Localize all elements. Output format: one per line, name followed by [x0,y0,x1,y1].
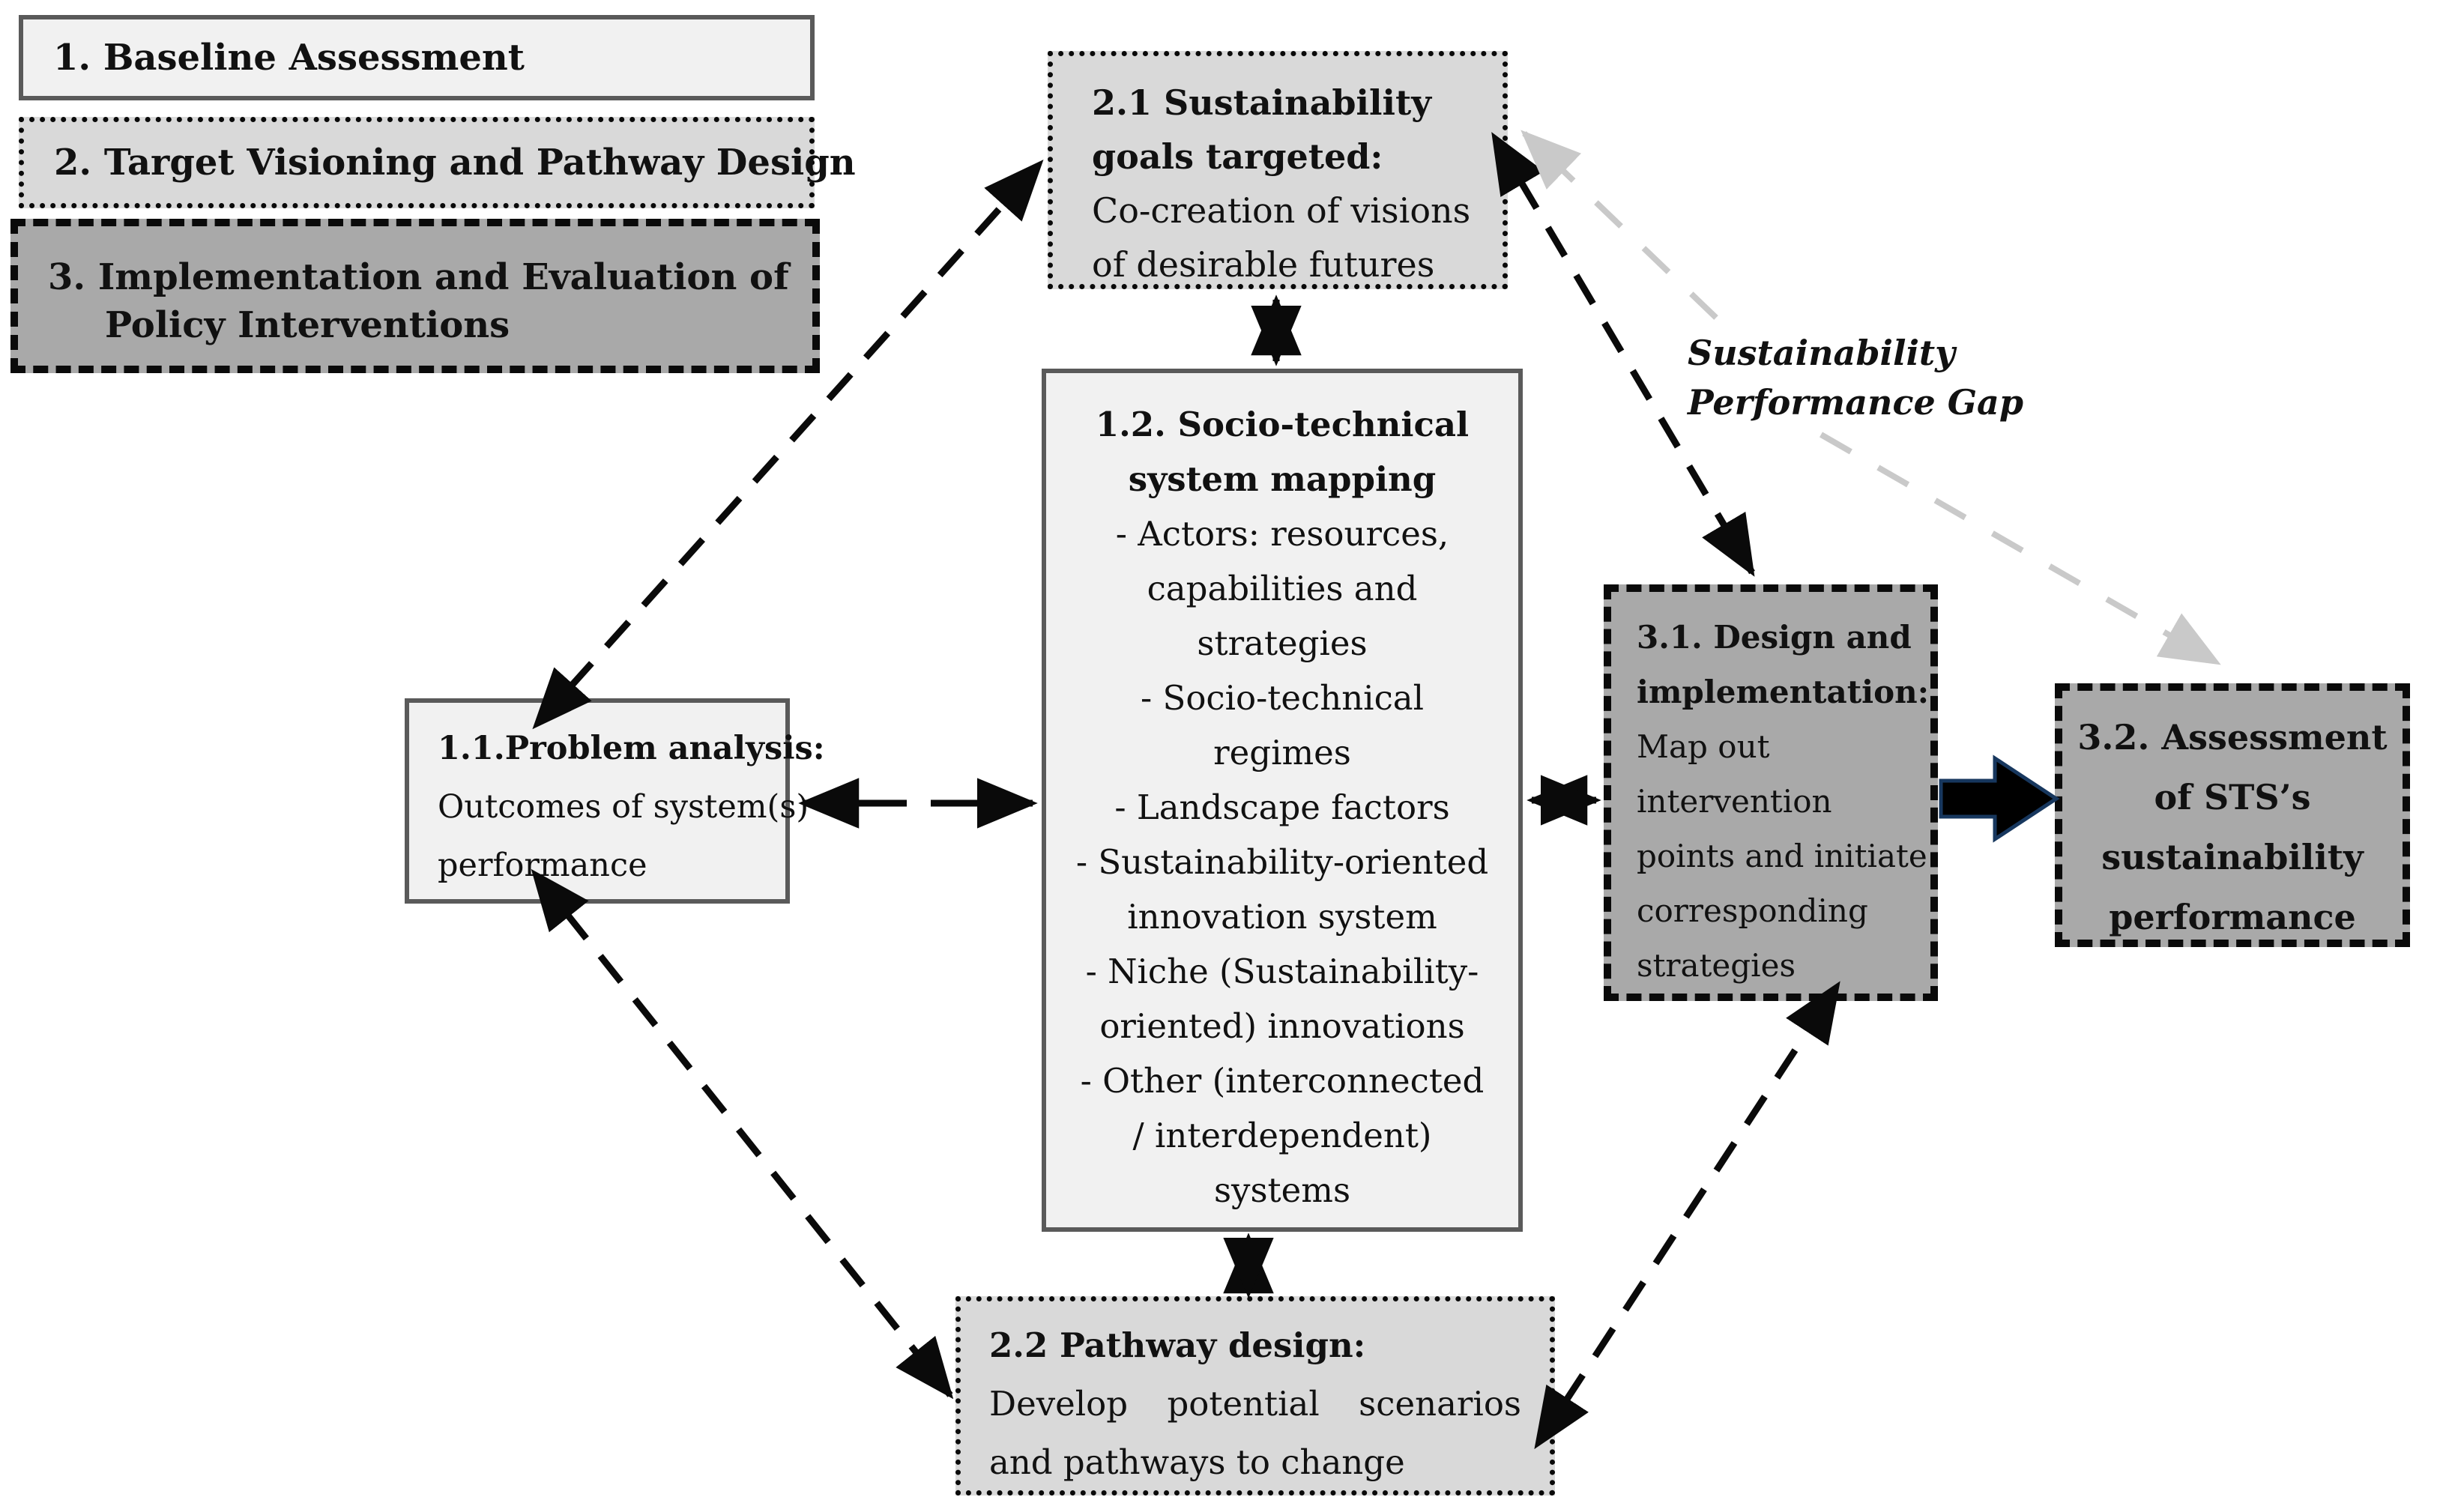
mapping-item-line: - Landscape factors [1114,787,1450,827]
mapping-title-line2: system mapping [1128,459,1437,499]
mapping-item-line: - Socio-technical [1140,678,1425,718]
legend-baseline-assessment: 1. Baseline Assessment [19,15,815,100]
design-body-line3: points and initiate [1637,838,1927,874]
sustainability-performance-gap-label: Sustainability Performance Gap [1688,328,2024,427]
pathway-body-line1: Develop potential scenarios [989,1384,1521,1424]
problem-title: 1.1.Problem analysis: [438,730,825,767]
mapping-title-line1: 1.2. Socio-technical [1095,405,1470,444]
arrow-pathway-design [1534,981,1840,1450]
legend-implementation-evaluation: 3. Implementation and Evaluation of Poli… [10,219,820,373]
node-design-implementation: 3.1. Design and implementation: Map out … [1604,584,1938,1001]
legend-baseline-label: 1. Baseline Assessment [53,37,525,79]
design-title-line2: implementation: [1637,674,1930,710]
mapping-item-line: / interdependent) [1132,1116,1432,1155]
legend-target-visioning: 2. Target Visioning and Pathway Design [19,117,856,208]
assessment-line1: 3.2. Assessment [2077,717,2388,757]
mapping-item-line: - Sustainability-oriented [1075,842,1489,882]
gap-label-line1: Sustainability [1688,333,1955,373]
arrow-design-to-assessment-thick [1939,755,2060,843]
arrow-gap-to-goals [1521,130,1718,320]
assessment-line3: sustainability [2101,837,2364,877]
node-pathway-design: 2.2 Pathway design: Develop potential sc… [955,1296,1555,1496]
legend-target-label: 2. Target Visioning and Pathway Design [54,142,856,184]
mapping-item-line: capabilities and [1147,569,1418,608]
pathway-title: 2.2 Pathway design: [989,1325,1366,1365]
goals-title-line2: goals targeted: [1092,136,1383,177]
goals-title-line1: 2.1 Sustainability [1092,82,1431,123]
mapping-item-line: systems [1213,1170,1351,1210]
mapping-item-line: - Actors: resources, [1115,514,1449,554]
assessment-line2: of STS’s [2154,777,2311,817]
mapping-item-line: regimes [1213,733,1351,772]
design-title-line1: 3.1. Design and [1637,619,1912,656]
mapping-item-line: strategies [1197,623,1368,663]
mapping-item-line: oriented) innovations [1099,1006,1465,1046]
design-body-line1: Map out [1637,728,1770,765]
gap-label-line2: Performance Gap [1688,382,2024,423]
design-body-line2: intervention [1637,783,1832,820]
goals-body-line2: of desirable futures [1092,244,1435,285]
node-socio-technical-mapping: 1.2. Socio-technical system mapping - Ac… [1042,369,1523,1232]
problem-body-line2: performance [438,847,647,884]
node-sustainability-goals: 2.1 Sustainability goals targeted: Co-cr… [1048,51,1508,289]
design-body-line5: strategies [1637,947,1796,984]
design-body-line4: corresponding [1637,892,1868,929]
mapping-item-line: - Niche (Sustainability- [1085,952,1479,991]
node-sts-assessment: 3.2. Assessment of STS’s sustainability … [2055,683,2410,947]
pathway-body-line2: and pathways to change [989,1442,1405,1482]
legend-implementation-line2: Policy Interventions [105,304,510,346]
node-problem-analysis: 1.1.Problem analysis: Outcomes of system… [405,698,825,904]
goals-body-line1: Co-creation of visions [1092,190,1471,231]
problem-body-line1: Outcomes of system(s) [438,788,809,826]
arrow-problem-pathway [531,868,954,1400]
mapping-item-line: innovation system [1127,897,1437,937]
mapping-item-line: - Other (interconnected [1080,1061,1485,1101]
assessment-line4: performance [2109,897,2356,937]
legend-implementation-line1: 3. Implementation and Evaluation of [48,256,789,298]
